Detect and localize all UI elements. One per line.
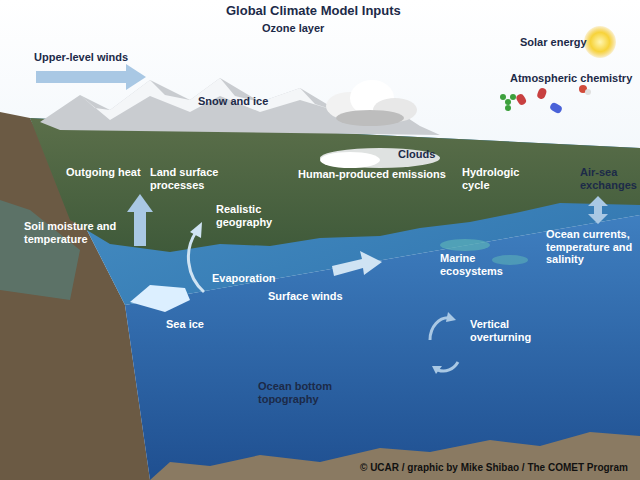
callout-label: Marine ecosystems	[440, 252, 506, 277]
callout-label: Hydrologic cycle	[462, 166, 518, 191]
callout-label: Air-sea exchanges	[580, 166, 636, 191]
callout-label: Ocean currents, temperature and salinity	[546, 228, 636, 266]
callout-label: Ozone layer	[262, 22, 324, 35]
callout-label: Sea ice	[166, 318, 204, 331]
callout-label: Land surface processes	[150, 166, 228, 191]
callout-label: Ocean bottom topography	[258, 380, 334, 405]
callout-label: Atmospheric chemistry	[510, 72, 632, 85]
sea-surface	[30, 118, 640, 305]
mountains	[40, 78, 440, 135]
air-sea-arrow	[588, 196, 608, 224]
snow	[80, 78, 340, 120]
clouds	[320, 80, 440, 168]
soil-moisture-tint	[0, 200, 80, 300]
molecules	[500, 85, 591, 114]
diagram-title: Global Climate Model Inputs	[226, 4, 401, 19]
callout-label: Human-produced emissions	[298, 168, 446, 181]
callout-label: Surface winds	[268, 290, 343, 303]
callout-label: Clouds	[398, 148, 435, 161]
sun	[584, 26, 616, 58]
callout-label: Soil moisture and temperature	[24, 220, 122, 245]
callout-label: Snow and ice	[198, 95, 268, 108]
ocean-bottom	[150, 432, 640, 480]
outgoing-heat-arrow	[127, 194, 153, 246]
surface-wind-arrow	[332, 251, 382, 276]
callout-label: Solar energy	[520, 36, 587, 49]
callout-label: Evaporation	[212, 272, 276, 285]
overturning-arrows	[430, 312, 458, 374]
upper-wind-arrow	[36, 64, 146, 90]
callout-label: Upper-level winds	[34, 51, 128, 64]
evaporation-arrow	[188, 222, 204, 292]
credit-caption: © UCAR / graphic by Mike Shibao / The CO…	[360, 462, 628, 474]
sea-ice	[130, 285, 190, 312]
callout-label: Outgoing heat	[66, 166, 141, 179]
callout-label: Realistic geography	[216, 203, 282, 228]
callout-label: Vertical overturning	[470, 318, 540, 343]
